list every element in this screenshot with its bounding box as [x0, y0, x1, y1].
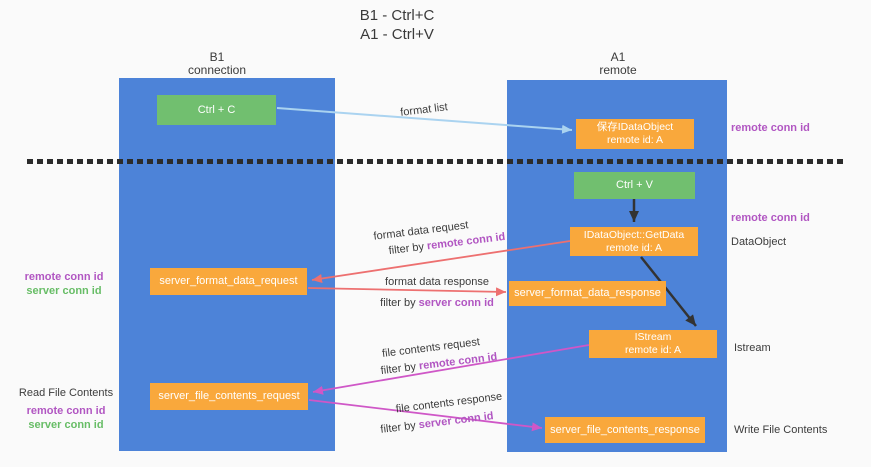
node-file-request-label: server_file_contents_request [158, 390, 300, 402]
column-b1-subtitle: connection [187, 62, 247, 77]
separator-dashed-line [27, 159, 845, 164]
side-label-remote-conn-id-top: remote conn id [731, 122, 810, 134]
side-label-read-file-contents-group: Read File Contents remote conn id server… [14, 386, 118, 432]
title-line-1: B1 - Ctrl+C [359, 7, 435, 24]
node-server-format-data-request: server_format_data_request [150, 268, 307, 295]
node-istream: IStream remote id: A [589, 330, 717, 358]
diagram-title: B1 - Ctrl+C A1 - Ctrl+V [360, 6, 435, 44]
server-conn-id-text: server conn id [26, 285, 102, 297]
node-istream-line2: remote id: A [624, 344, 682, 356]
side-label-write-file-contents: Write File Contents [734, 424, 828, 436]
node-ctrl-v: Ctrl + V [574, 172, 695, 199]
node-save-idataobject: 保存IDataObject remote id: A [576, 119, 694, 149]
node-format-response-label: server_format_data_response [514, 287, 661, 299]
edge-label-format-list: format list [399, 101, 449, 119]
read-file-contents-text: Read File Contents [18, 387, 114, 399]
remote-conn-id-text: remote conn id [26, 405, 106, 417]
column-a1-subtitle: remote [599, 62, 637, 77]
server-conn-id-text: server conn id [418, 297, 494, 309]
node-server-format-data-response: server_format_data_response [509, 281, 666, 306]
node-server-file-contents-response: server_file_contents_response [545, 417, 705, 443]
remote-conn-id-text: remote conn id [24, 271, 104, 283]
node-file-response-label: server_file_contents_response [550, 423, 700, 436]
node-ctrl-v-label: Ctrl + V [616, 179, 653, 191]
node-save-idataobject-line2: remote id: A [606, 134, 664, 146]
server-conn-id-text: server conn id [418, 410, 495, 432]
node-istream-line1: IStream [634, 331, 672, 343]
node-ctrl-c-label: Ctrl + C [197, 103, 236, 116]
node-save-idataobject-line1: 保存IDataObject [596, 121, 674, 133]
filter-by-text: filter by [388, 240, 428, 258]
edge-label-format-data-response: format data response [385, 276, 489, 288]
node-ctrl-c: Ctrl + C [157, 95, 276, 125]
column-b1-name: B1 [209, 50, 225, 64]
side-label-remote-conn-id-mid: remote conn id [731, 212, 810, 224]
node-getdata-line2: remote id: A [605, 241, 663, 254]
filter-by-text: filter by [380, 297, 419, 309]
edge-label-filter-format-response: filter by server conn id [380, 297, 494, 309]
column-header-b1: B1 connection [188, 51, 246, 76]
side-label-istream: Istream [734, 342, 771, 354]
side-label-dataobject: DataObject [731, 236, 787, 248]
side-label-conn-ids-format: remote conn id server conn id [14, 270, 114, 298]
column-a1-name: A1 [610, 50, 626, 64]
arrow-format-data-response [307, 287, 507, 297]
filter-by-text: filter by [379, 419, 420, 436]
node-idataobject-getdata: IDataObject::GetData remote id: A [570, 227, 698, 256]
title-line-2: A1 - Ctrl+V [360, 26, 434, 43]
node-server-file-contents-request: server_file_contents_request [150, 383, 308, 410]
filter-by-text: filter by [380, 360, 420, 378]
node-getdata-line1: IDataObject::GetData [583, 228, 685, 241]
server-conn-id-text: server conn id [28, 419, 104, 431]
column-header-a1: A1 remote [599, 51, 636, 76]
node-format-request-label: server_format_data_request [159, 275, 298, 287]
